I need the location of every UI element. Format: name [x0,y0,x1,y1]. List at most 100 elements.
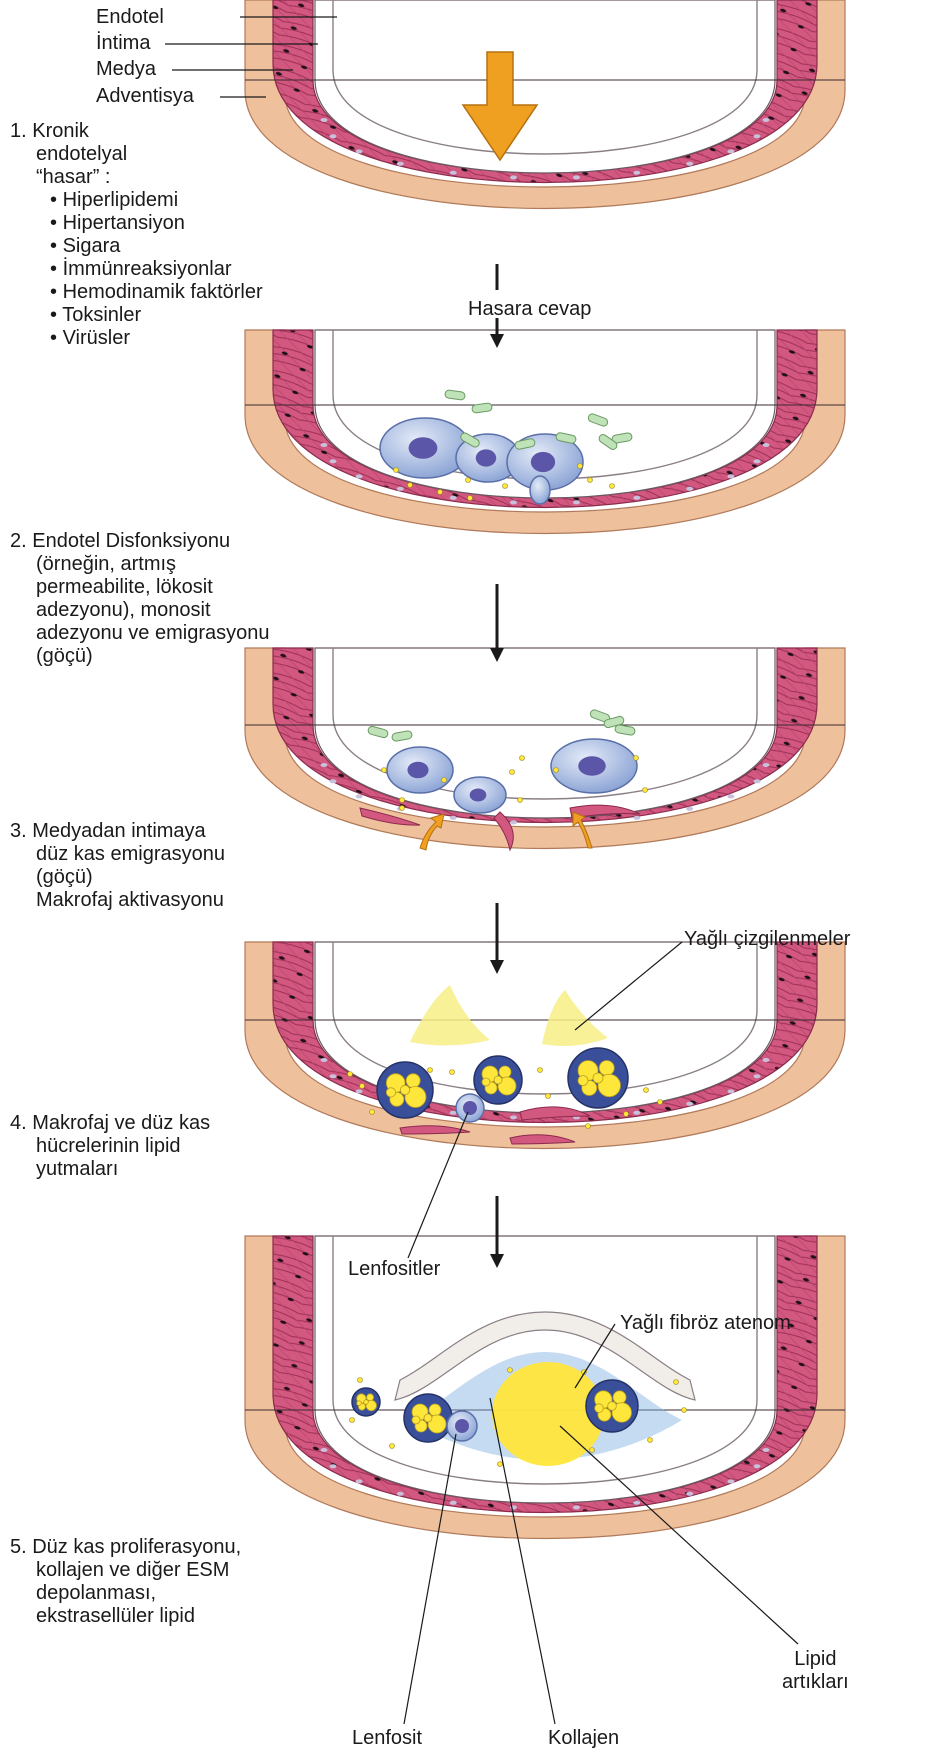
endothelial-nucleus [330,779,337,783]
lipid-particle [466,478,471,483]
stage-3-line: (göçü) [10,866,225,889]
lipid-droplet [386,1088,395,1097]
lipid-droplet [412,1416,420,1424]
lipid-debris-label: Lipid artıkları [782,1648,849,1694]
lymphocytes-label: Lenfositler [348,1258,440,1281]
lipid-droplet [406,1074,420,1088]
lipid-particle [400,806,405,811]
stage-4-panel [245,942,845,1149]
endothelial-nucleus [763,763,770,767]
endothelial-nucleus [727,794,734,798]
lipid-particle [382,768,387,773]
layer-label-adventisya: Adventisya [96,85,194,108]
lipid-droplet [599,1061,614,1076]
endothelial-nucleus [397,487,404,491]
cause-item: Hemodinamik faktörler [36,281,263,304]
cell-nucleus [531,452,555,472]
endothelial-nucleus [356,474,363,478]
stage-4-line: yutmaları [10,1158,210,1181]
lipid-droplet [482,1078,490,1086]
lipid-particle [518,798,523,803]
stage-2-line: (örneğin, artmış [10,553,269,576]
endothelial-nucleus [754,134,761,138]
lipid-particle [634,756,639,761]
stage-3-description: 3. Medyadan intimaya düz kas emigrasyonu… [10,820,225,912]
lipid-particle [520,756,525,761]
stage-5-description: 5. Düz kas proliferasyonu, kollajen ve d… [10,1536,241,1628]
endothelial-nucleus [573,1505,580,1509]
lipid-particle [648,1438,653,1443]
lymphocyte-label: Lenfosit [352,1727,422,1750]
stage-5-panel [245,1236,845,1539]
stage-1-title-line: 1. Kronik [10,120,263,143]
lipid-particle [674,1380,679,1385]
cause-item: Toksinler [36,304,263,327]
lipid-particle [428,1068,433,1073]
lipid-particle [390,1444,395,1449]
stage-3-line: düz kas emigrasyonu [10,843,225,866]
endothelial-nucleus [763,1448,770,1452]
cell-nucleus [476,449,496,466]
lipid-particle [586,1124,591,1129]
endothelial-nucleus [633,171,640,175]
lipid-particle [578,464,583,469]
endothelial-nucleus [321,1448,328,1452]
endothelial-nucleus [330,1074,337,1078]
stage-1-panel [245,0,845,209]
cell-nucleus [578,756,606,775]
lipid-particle [610,484,615,489]
lipid-particle [554,768,559,773]
endothelial-nucleus [633,496,640,500]
endothelial-nucleus [686,807,693,811]
lipid-debris-line: Lipid [782,1648,849,1671]
lipid-particle [358,1378,363,1383]
lipid-particle [644,1088,649,1093]
lipid-droplet [367,1394,374,1401]
cause-item: Hiperlipidemi [36,189,263,212]
lipid-particle [590,1448,595,1453]
lipid-droplet [608,1402,617,1411]
lipid-particle [682,1408,687,1413]
arrow-label-response-to-injury: Hasara cevap [468,298,591,321]
lipid-particle [624,1112,629,1117]
layer-label-medya: Medya [96,58,156,81]
endothelial-nucleus [727,1089,734,1093]
lipid-particle [438,490,443,495]
endothelial-nucleus [321,443,328,447]
endothelial-nucleus [450,171,457,175]
endothelial-nucleus [450,1501,457,1505]
lipid-droplet [613,1391,626,1404]
stage-4-line: 4. Makrofaj ve düz kas [10,1112,210,1135]
stage-2-line: permeabilite, lökosit [10,576,269,599]
lipid-particle [503,484,508,489]
lipid-particle [498,1462,503,1467]
endothelial-nucleus [727,474,734,478]
endothelial-nucleus [686,1492,693,1496]
endothelial-nucleus [510,500,517,504]
endothelial-nucleus [330,459,337,463]
cause-item: Hipertansiyon [36,212,263,235]
endothelial-nucleus [450,496,457,500]
intima-lumen [315,0,775,173]
lipid-particle [442,778,447,783]
endothelial-nucleus [633,1501,640,1505]
stage-1-title-line: endotelyal [10,143,263,166]
lipid-droplet [593,1073,603,1083]
lipid-particle [394,468,399,473]
cause-item: Sigara [36,235,263,258]
endothelial-nucleus [356,794,363,798]
lipid-droplet [424,1414,432,1422]
lipid-particle [360,1084,365,1089]
lipid-particle [400,798,405,803]
endothelial-nucleus [397,162,404,166]
layer-label-intima: İntima [96,32,150,55]
stage-5-line: kollajen ve diğer ESM [10,1559,241,1582]
endothelial-nucleus [356,149,363,153]
endothelial-nucleus [763,1058,770,1062]
endothelial-nucleus [330,134,337,138]
lipid-particle [348,1072,353,1077]
atheroma-label: Yağlı fibröz atenom [620,1312,791,1335]
endothelial-nucleus [633,816,640,820]
stage-5-line: depolanması, [10,1582,241,1605]
stage-5-line: 5. Düz kas proliferasyonu, [10,1536,241,1559]
